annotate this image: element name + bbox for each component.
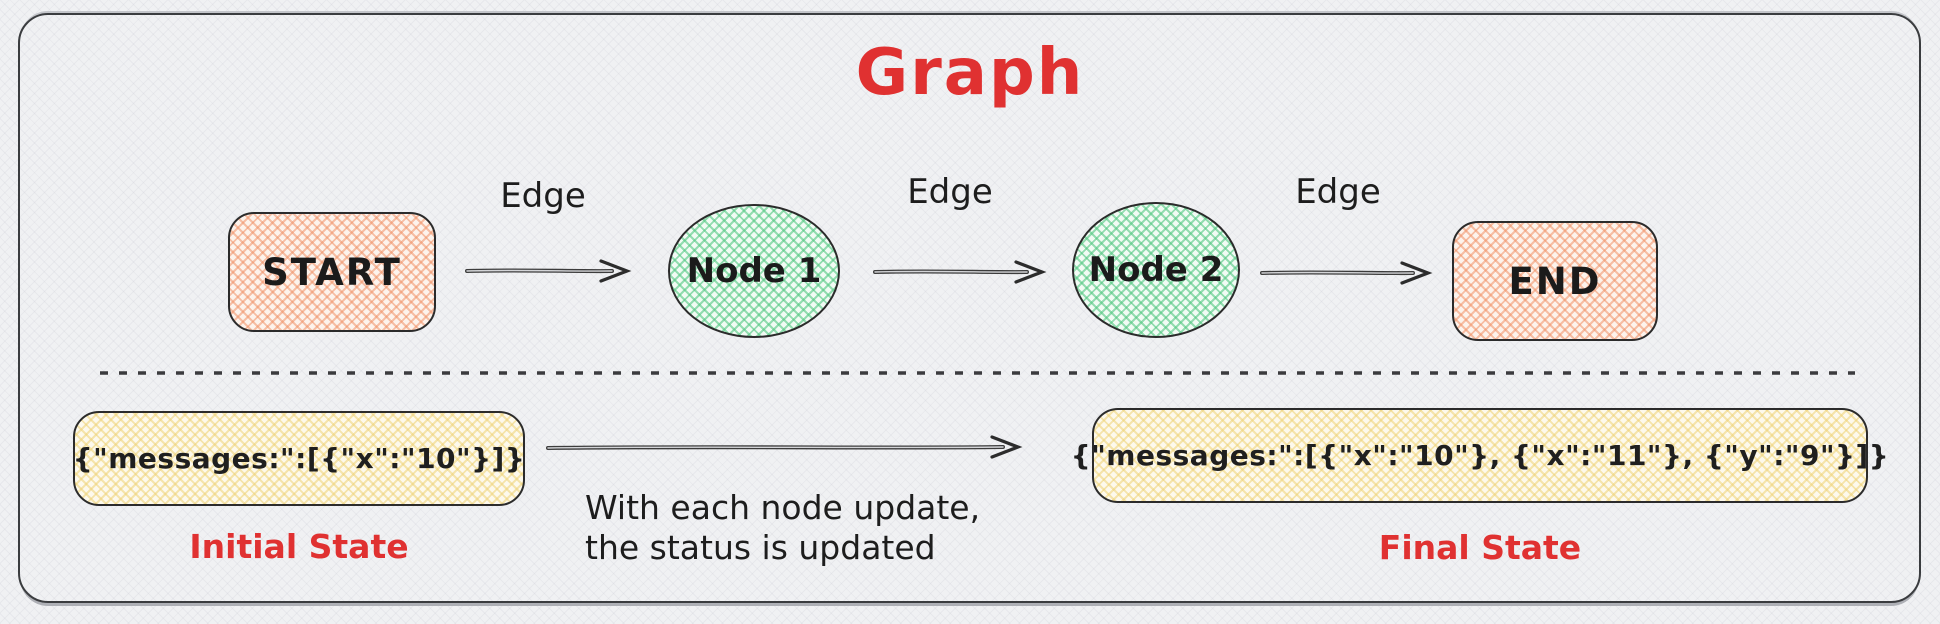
flow-node-label: Node 1: [686, 251, 822, 291]
edge-label: Edge: [500, 176, 586, 216]
flow-node-label: END: [1508, 259, 1602, 303]
initial-state-value: {"messages:":[{"x":"10"}]}: [72, 442, 526, 475]
diagram-frame: [18, 13, 1921, 603]
transition-note: With each node update, the status is upd…: [585, 488, 980, 568]
final-state-value: {"messages:":[{"x":"10"}, {"x":"11"}, {"…: [1070, 439, 1890, 472]
final-state-box: {"messages:":[{"x":"10"}, {"x":"11"}, {"…: [1071, 408, 1889, 503]
flow-node-1: Node 1: [668, 204, 840, 338]
transition-note-line: With each node update,: [585, 488, 981, 527]
flow-node-end: END: [1452, 221, 1658, 341]
flow-node-label: START: [262, 250, 402, 294]
final-state-caption: Final State: [1378, 528, 1582, 567]
edge-label: Edge: [907, 172, 993, 212]
initial-state-box: {"messages:":[{"x":"10"}]}: [73, 411, 525, 506]
edge-label: Edge: [1295, 172, 1381, 212]
initial-state-caption: Initial State: [189, 527, 409, 566]
transition-note-line: the status is updated: [585, 528, 936, 567]
flow-node-start: START: [228, 212, 436, 332]
diagram-title: Graph: [855, 36, 1085, 110]
flow-node-2: Node 2: [1072, 202, 1240, 338]
flow-node-label: Node 2: [1088, 250, 1224, 290]
